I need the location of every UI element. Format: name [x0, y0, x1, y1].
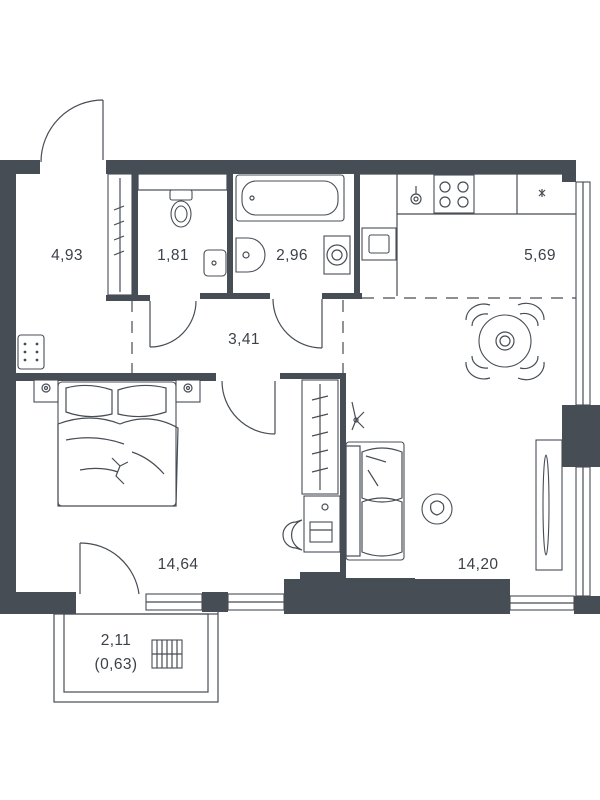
- area-label-balcony-reduced: (0,63): [95, 656, 138, 673]
- bathtub-icon: [235, 174, 345, 222]
- sofa-icon: [345, 441, 405, 561]
- small-sink-icon: [203, 249, 227, 277]
- nightstand-right-icon: [175, 379, 201, 403]
- area-label-bathroom: 2,96: [276, 247, 308, 264]
- doors: [40, 99, 323, 595]
- radiator-icon: [151, 639, 183, 669]
- toilet-room-fixtures: [137, 173, 228, 277]
- kitchen-tap-icon: [410, 186, 422, 205]
- bath-sink-icon: [235, 237, 266, 273]
- kitchen-fixtures: [360, 173, 576, 296]
- lamp-icon: [351, 401, 365, 431]
- washing-machine-icon: [323, 235, 351, 275]
- area-labels: 4,93 1,81 2,96 5,69 3,41 14,64 14,20 2,1…: [51, 247, 556, 673]
- electric-panel-icon: [17, 334, 45, 370]
- desk-icon: [282, 495, 341, 553]
- area-label-entrance: 4,93: [51, 247, 83, 264]
- bathroom-fixtures: [235, 174, 351, 275]
- kitchen-sink-icon: [361, 227, 397, 261]
- interior-walls: [16, 170, 362, 580]
- area-label-kitchen: 5,69: [524, 247, 556, 264]
- dining-chairs: [465, 302, 545, 381]
- fridge-icon: [538, 189, 546, 197]
- area-label-bedroom: 14,64: [158, 556, 199, 573]
- dining-table-icon: [465, 302, 545, 381]
- area-label-living: 14,20: [458, 556, 499, 573]
- round-rug-icon: [421, 493, 453, 525]
- bed-icon: [57, 381, 179, 507]
- nightstand-left-icon: [33, 379, 59, 403]
- toilet-icon: [169, 189, 193, 228]
- tv-stand-icon: [535, 439, 563, 571]
- area-label-balcony: 2,11: [101, 632, 132, 649]
- zone-lines: [131, 297, 576, 373]
- area-label-hallway: 3,41: [228, 331, 260, 348]
- area-label-toilet: 1,81: [157, 247, 189, 264]
- bedroom-wardrobe-icon: [301, 379, 339, 495]
- windows: [145, 181, 591, 611]
- stove-icon: [433, 174, 475, 214]
- wardrobe-icon: [107, 173, 133, 296]
- exterior-walls: [0, 160, 600, 614]
- balcony: [53, 612, 219, 703]
